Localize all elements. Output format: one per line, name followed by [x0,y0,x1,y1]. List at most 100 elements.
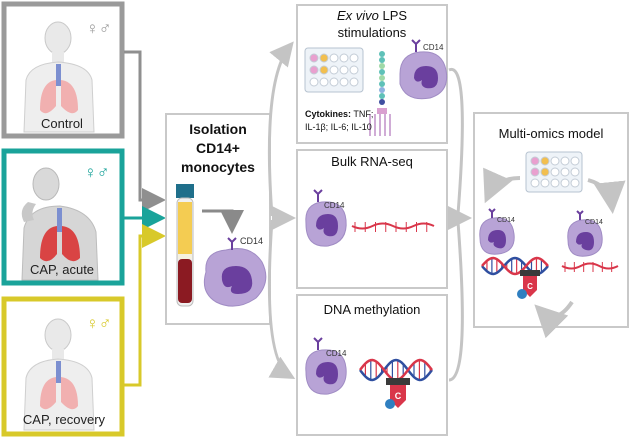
plate-well [540,178,550,188]
cycle-arrow-top-left [483,167,521,204]
lps-lipid-head [377,108,387,114]
mrna-strand-icon [561,262,619,272]
plate-well [329,65,339,75]
lps-sugar-unit [379,69,385,75]
lps-sugar-unit [379,87,385,93]
control-to-isolation-arrow [124,50,166,212]
plate-well [550,156,560,166]
cd14-marker-label: CD14 [240,236,263,246]
isolation-title-line3: monocytes [181,159,255,175]
cytokines-label: Cytokines: [305,109,351,119]
plate-well [530,167,540,177]
cd14-marker-label: CD14 [497,217,515,224]
plate-well [349,77,359,87]
plate-well [540,156,550,166]
monocyte-icon [567,210,603,257]
isolation-to-methylation-arrow [267,219,296,379]
dna-strand [359,358,433,382]
cd14-marker-label: CD14 [326,349,347,358]
lps-sugar-unit [379,51,385,57]
recovery-to-isolation-arrow [124,224,166,387]
cycle-arrow-bottom [534,300,574,339]
plate-well [349,53,359,63]
mrna-strand-icon [351,222,435,232]
monocyte-icon [305,189,347,247]
well-plate-icon [525,151,583,193]
plate-well [309,65,319,75]
cohort-control-panel: ♀♂ Control [1,1,125,139]
plate-well [339,53,349,63]
plate-well [339,65,349,75]
cd14-marker-label: CD14 [423,43,444,52]
methylation-panel: DNA methylation CD14 C [296,294,448,436]
cytokines-line2: IL-1β; IL-6; IL-10 [305,122,372,132]
plate-well [550,178,560,188]
isolation-title-line2: CD14+ [196,140,240,156]
lps-to-model-arrow [448,67,464,215]
rnaseq-title: Bulk RNA-seq [331,154,413,169]
cohort-recovery-panel: ♀♂ CAP, recovery [1,296,125,437]
plate-well [530,178,540,188]
plate-well [329,53,339,63]
cytokines-line1: Cytokines: TNF; [305,109,373,119]
plate-well [540,167,550,177]
cytosine-label: C [527,282,533,291]
person-icon [23,318,95,431]
dna-strand [481,256,549,276]
lps-molecule-icon [369,51,391,136]
lps-sugar-unit [379,75,385,81]
dna-helix-icon [359,358,433,382]
cycle-arrow-top-right [587,178,626,214]
cohort-sex-symbol: ♀♂ [86,19,112,38]
plate-well [319,65,329,75]
cd14-marker-label: CD14 [585,219,603,226]
lps-sugar-unit [379,57,385,63]
plate-well [339,77,349,87]
lps-stimulation-panel: Ex vivo LPS stimulations CD14 Cytokines:… [296,4,448,144]
blood-tube-icon [176,184,194,307]
lungs-icon [40,64,78,114]
cohort-acute-panel: ♀♂ CAP, acute [1,148,125,286]
lps-sugar-unit [379,99,385,105]
lps-sugar-unit [379,63,385,69]
monocyte-icon [305,337,347,395]
plate-well [319,77,329,87]
lps-title-line2: stimulations [338,25,407,40]
lps-sugar-unit [379,93,385,99]
coughing-person-icon [21,167,99,281]
person-icon [23,21,95,133]
isolation-panel: Isolation CD14+ monocytes CD14 [165,113,271,325]
plate-well [560,156,570,166]
plate-well [329,77,339,87]
plate-well [550,167,560,177]
cytosine-label: C [395,391,402,401]
isolation-to-lps-arrow [267,41,294,217]
plate-well [570,178,580,188]
cohort-sex-symbol: ♀♂ [84,163,110,182]
lps-title: Ex vivo LPS [337,8,407,23]
cohort-label: CAP, recovery [23,412,106,427]
plate-well [560,167,570,177]
well-plate-icon [304,47,364,93]
plate-well [309,53,319,63]
monocyte-icon [479,208,515,255]
cd14-marker-label: CD14 [324,201,345,210]
plate-well [319,53,329,63]
monocyte-icon [203,237,267,307]
plate-well [570,156,580,166]
plate-well [530,156,540,166]
lps-title-italic: Ex vivo [337,8,379,23]
rna-backbone [351,222,435,230]
plate-well [309,77,319,87]
cytokines-list-1: TNF; [351,109,373,119]
multi-omics-model-panel: Multi-omics model CD14 CD14 C [473,112,629,339]
methyl-cytosine-icon: C [385,378,410,409]
cohort-label: CAP, acute [30,262,94,277]
lungs-icon [40,361,78,410]
plate-well [349,65,359,75]
lps-title-rest: LPS [379,8,408,23]
tube-to-cell-arrow [202,209,244,234]
model-title: Multi-omics model [499,126,604,141]
